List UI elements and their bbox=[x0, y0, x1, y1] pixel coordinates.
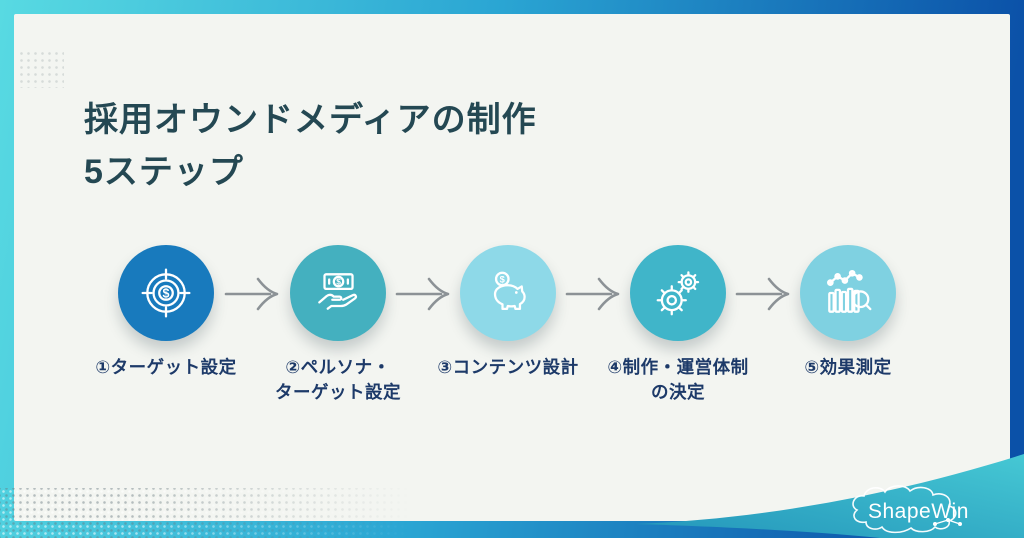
step-2-label: ②ペルソナ・ ターゲット設定 bbox=[275, 357, 401, 403]
chart-magnifier-icon bbox=[827, 269, 872, 313]
step-3-circle: $ bbox=[460, 245, 556, 341]
arrow-4-icon bbox=[735, 277, 790, 311]
step-2: $ ②ペルソナ・ ターゲット設定 bbox=[250, 245, 426, 406]
target-dollar-icon: $ bbox=[141, 268, 191, 318]
bottom-swoosh-shape bbox=[636, 454, 1024, 538]
svg-text:$: $ bbox=[500, 275, 506, 285]
step-5: ⑤効果測定 bbox=[760, 245, 936, 380]
money-in-hand-icon: $ bbox=[318, 273, 358, 310]
step-1-label: ①ターゲット設定 bbox=[95, 357, 237, 377]
page-title-line1: 採用オウンドメディアの制作 bbox=[84, 101, 537, 139]
step-3-label: ③コンテンツ設計 bbox=[437, 357, 579, 377]
logo-cloud-outline bbox=[852, 485, 957, 534]
arrow-2-icon bbox=[395, 277, 450, 311]
logo-text: ShapeWin bbox=[868, 500, 969, 523]
step-1-circle: $ bbox=[118, 245, 214, 341]
step-4-label: ④制作・運営体制 の決定 bbox=[607, 357, 749, 403]
arrow-1-icon bbox=[224, 277, 279, 311]
svg-text:$: $ bbox=[163, 287, 170, 301]
step-5-label: ⑤効果測定 bbox=[804, 357, 892, 377]
step-2-circle: $ bbox=[290, 245, 386, 341]
halftone-dots-top-left bbox=[18, 50, 64, 88]
piggy-bank-icon: $ bbox=[493, 271, 526, 311]
page-title-line2: 5ステップ bbox=[84, 153, 244, 191]
shapewin-logo: ShapeWin bbox=[838, 482, 998, 534]
halftone-dots-bottom-left bbox=[0, 488, 430, 538]
page-title: 採用オウンドメディアの制作 5ステップ bbox=[84, 94, 537, 198]
arrow-3-icon bbox=[565, 277, 620, 311]
svg-text:$: $ bbox=[336, 277, 341, 287]
step-3: $ ③コンテンツ設計 bbox=[420, 245, 596, 380]
step-5-circle bbox=[800, 245, 896, 341]
step-4: ④制作・運営体制 の決定 bbox=[590, 245, 766, 406]
step-1: $ ①ターゲット設定 bbox=[78, 245, 254, 380]
step-4-circle bbox=[630, 245, 726, 341]
gears-icon bbox=[656, 271, 700, 316]
